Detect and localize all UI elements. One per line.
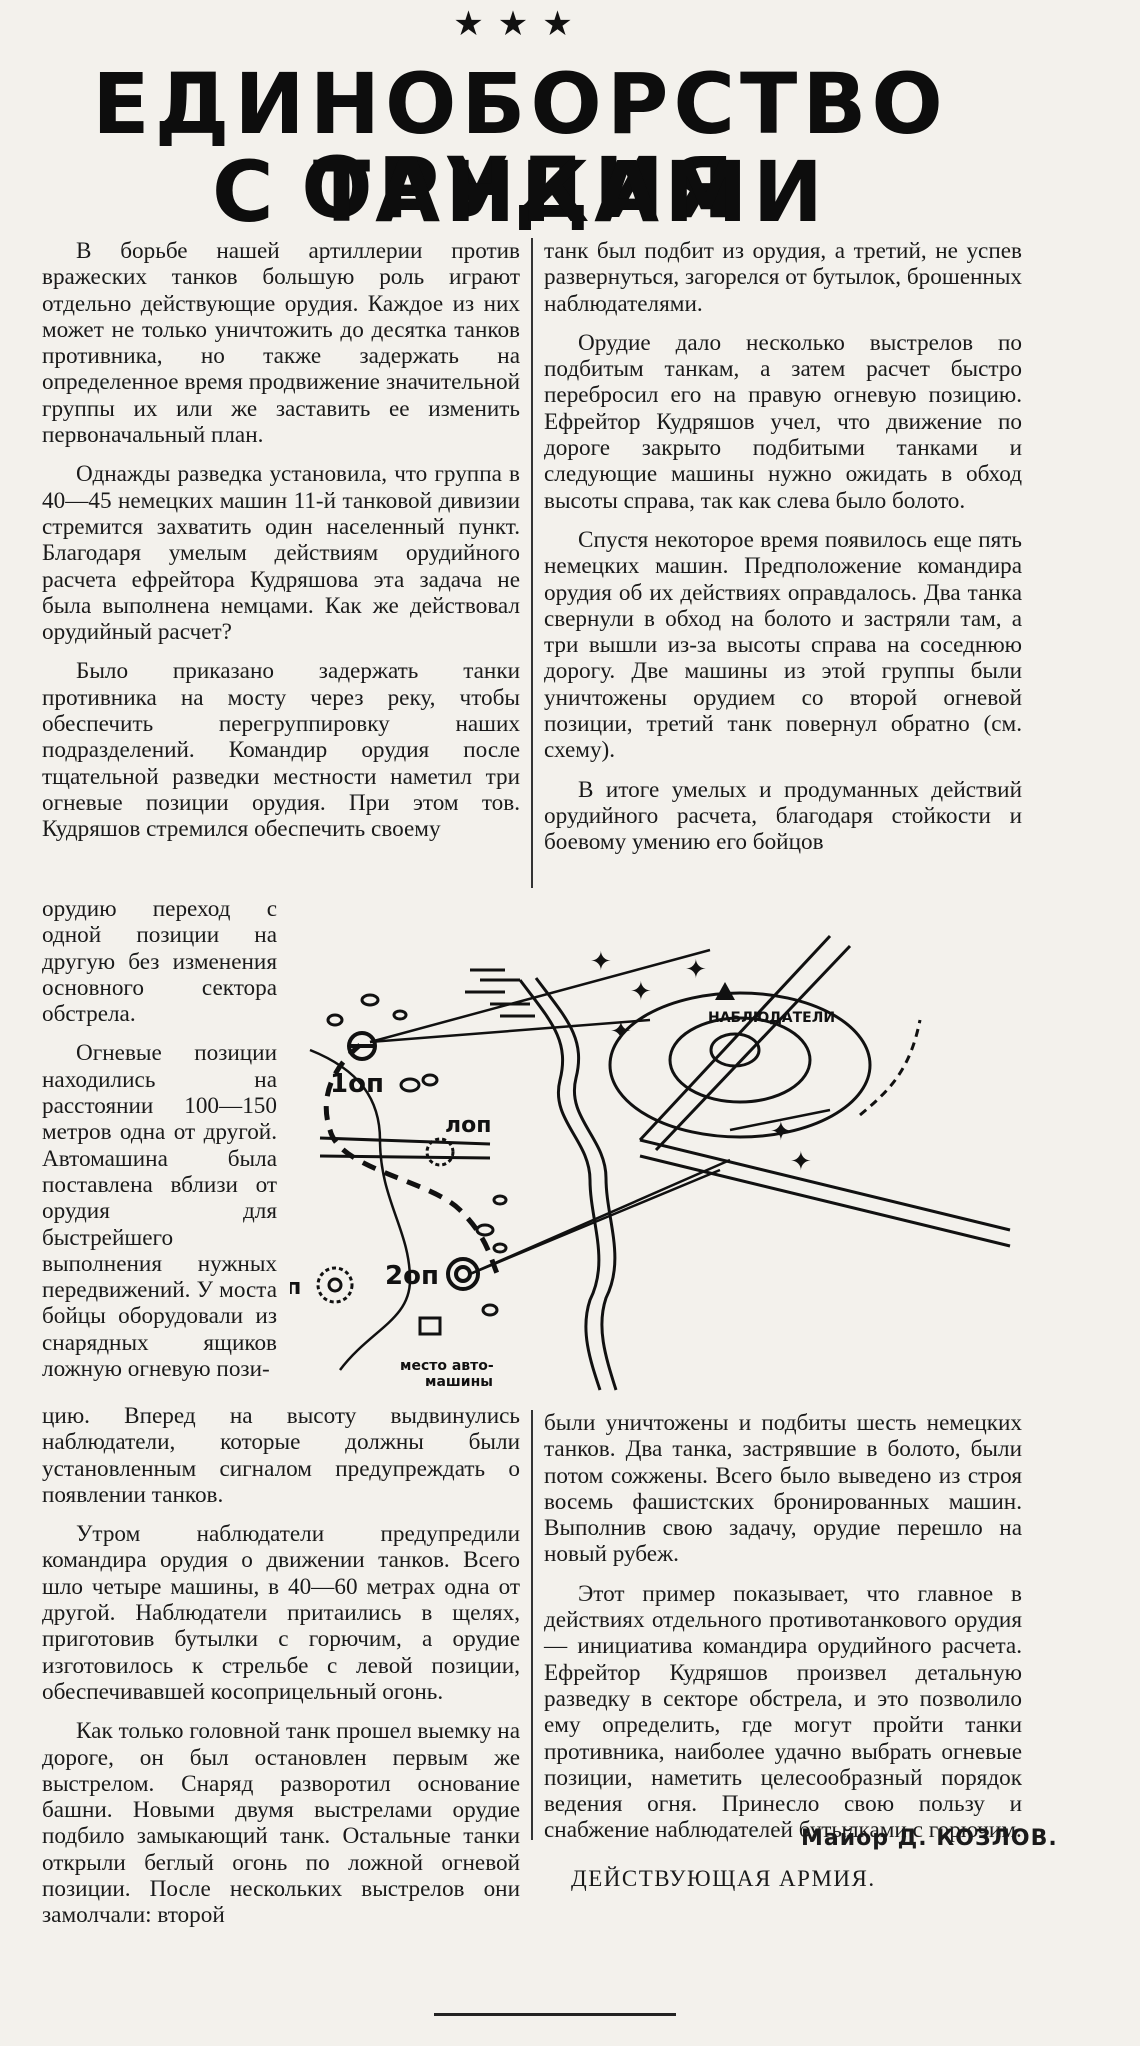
paragraph: В итоге умелых и продуманных действий ор… <box>544 776 1022 856</box>
paragraph: Орудие дало несколько выстрелов по подби… <box>544 329 1022 514</box>
headline-line-1: ЕДИНОБОРСТВО ОРУДИЯ <box>92 55 948 237</box>
bushes <box>326 993 508 1317</box>
column-divider-bottom <box>531 1410 533 1840</box>
paragraph: Однажды разведка установила, что группа … <box>42 461 520 646</box>
right-column-top: танк был подбит из орудия, а третий, не … <box>544 238 1022 869</box>
label-lop: лоп <box>445 1113 491 1138</box>
road-left-2 <box>319 1154 491 1160</box>
label-1op: 1оп <box>330 1069 384 1099</box>
tank-track-1 <box>859 1019 922 1117</box>
fire-line-1 <box>369 948 711 1044</box>
headline-line-2: С ТАНКАМИ <box>211 143 829 241</box>
hill-contour-outer <box>608 991 872 1139</box>
hill-contour-inner <box>668 1016 812 1104</box>
gun-position-2 <box>446 1257 480 1291</box>
paragraph: Как только головной танк прошел выемку н… <box>42 1718 520 1929</box>
gun-position-3 <box>316 1266 354 1304</box>
section-stars: ★★★ <box>453 4 587 44</box>
left-column-top: В борьбе нашей артиллерии против вражеск… <box>42 238 520 856</box>
paragraph: танк был подбит из орудия, а третий, не … <box>544 238 1022 317</box>
road-right-2 <box>639 1154 1011 1248</box>
tank-markers: ✦ ✦ ✦ ✦ ✦ ✦ <box>590 947 812 1177</box>
car-marker <box>418 1316 442 1336</box>
gun-position-1 <box>347 1031 377 1061</box>
label-car-1: место авто- <box>400 1358 494 1374</box>
fire-line-2 <box>369 1018 651 1044</box>
svg-text:✦: ✦ <box>590 947 612 977</box>
paragraph: Было приказано задержать танки противник… <box>42 658 520 843</box>
marsh <box>465 968 535 1018</box>
battle-scheme-map: ✦ ✦ ✦ ✦ ✦ ✦ НАБЛЮДАТЕЛИ 1оп лоп 2оп 3 оп… <box>248 900 1050 1405</box>
false-position <box>425 1137 455 1167</box>
tank-track-2 <box>729 1108 831 1132</box>
map-svg: ✦ ✦ ✦ ✦ ✦ ✦ НАБЛЮДАТЕЛИ 1оп лоп 2оп 3 оп… <box>248 934 1011 1391</box>
fire-line-4 <box>469 1158 731 1276</box>
road-up <box>638 934 832 1142</box>
label-car-2: машины <box>425 1374 493 1390</box>
road-up-2 <box>654 944 852 1152</box>
svg-text:✦: ✦ <box>630 977 652 1007</box>
river <box>518 979 602 1391</box>
left-column-bottom: цию. Вперед на высоту выдвинулись наблюд… <box>42 1403 520 1942</box>
stream <box>309 1048 412 1371</box>
left-column-narrow: орудию переход с одной позиции на другую… <box>42 896 277 1395</box>
paragraph: Утром наблюдатели предупредили командира… <box>42 1521 520 1705</box>
svg-text:✦: ✦ <box>790 1147 812 1177</box>
paragraph: Спустя некоторое время появилось еще пят… <box>544 526 1022 764</box>
road-right <box>639 1138 1011 1232</box>
label-3op: 3 оп <box>290 1275 301 1300</box>
author-signature: Майор Д. КОЗЛОВ. <box>801 1826 1058 1851</box>
gun-route <box>323 1043 503 1282</box>
paragraph: орудию переход с одной позиции на другую… <box>42 896 277 1028</box>
label-2op: 2оп <box>385 1261 439 1291</box>
svg-text:✦: ✦ <box>770 1117 792 1147</box>
right-column-bottom: были уничтожены и подбиты шесть немецких… <box>544 1410 1022 1857</box>
dateline: ДЕЙСТВУЮЩАЯ АРМИЯ. <box>571 1866 876 1891</box>
river-bank <box>534 977 618 1391</box>
paragraph: Этот пример показывает, что главное в де… <box>544 1580 1022 1844</box>
svg-text:✦: ✦ <box>610 1017 632 1047</box>
svg-text:✦: ✦ <box>685 955 707 985</box>
road-left <box>319 1136 491 1146</box>
column-divider-top <box>531 238 533 888</box>
paragraph: цию. Вперед на высоту выдвинулись наблюд… <box>42 1403 520 1508</box>
paragraph: были уничтожены и подбиты шесть немецких… <box>544 1410 1022 1568</box>
paragraph: Огневые позиции находились на расстоянии… <box>42 1040 277 1383</box>
paragraph: В борьбе нашей артиллерии против вражеск… <box>42 238 520 449</box>
label-observers: НАБЛЮДАТЕЛИ <box>708 1010 835 1026</box>
bottom-rule <box>434 2013 676 2016</box>
observer-marker <box>715 982 735 1000</box>
